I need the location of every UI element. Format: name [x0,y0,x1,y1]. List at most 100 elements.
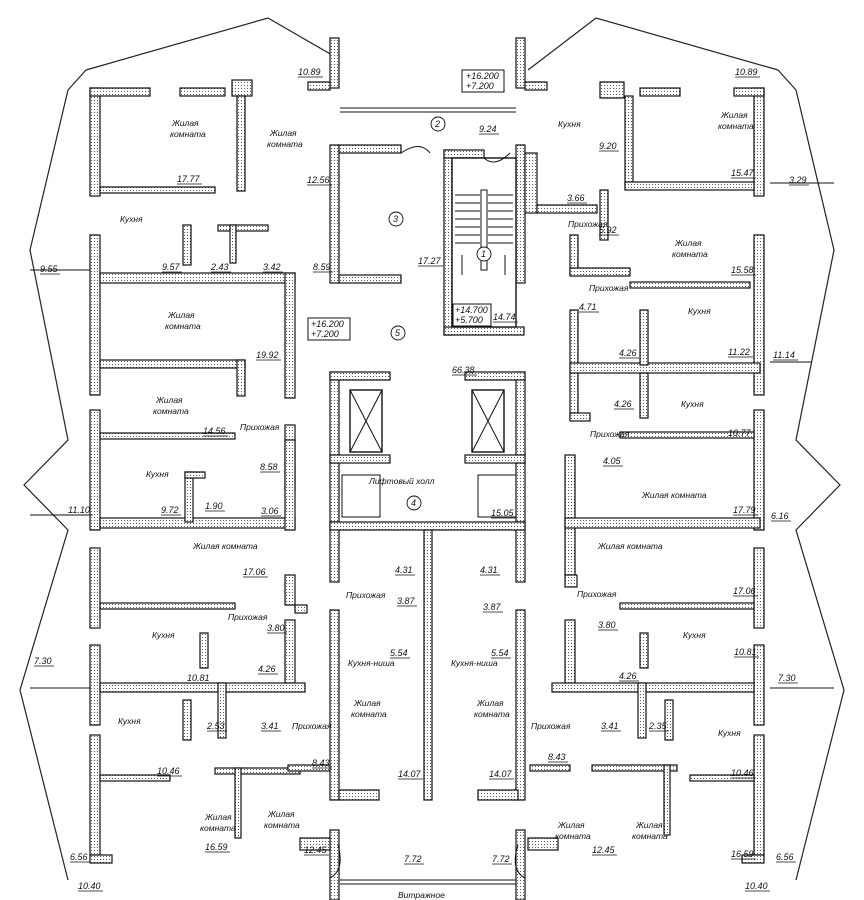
area-value: 14.74 [493,312,516,322]
room-label: Кухня [118,716,141,726]
area-value: 10.89 [735,67,758,77]
area-value: 3.66 [567,193,585,203]
room-label: комната [474,709,510,719]
level-mark-3: +14.700 +5.700 [452,303,492,327]
area-value: 11.22 [728,347,750,357]
room-label: комната [267,139,303,149]
area-value: 4.31 [395,565,413,575]
area-value: 9.55 [40,264,59,274]
svg-text:3: 3 [393,214,398,224]
room-label: Жилая комната [597,541,663,551]
area-value: 16.59 [731,849,754,859]
area-value: 12.45 [592,845,616,855]
room-label: комната [170,129,206,139]
room-label: Жилая [167,310,195,320]
area-value: 15.47 [731,168,755,178]
area-value: 8.59 [313,262,331,272]
room-label: комната [200,823,236,833]
svg-text:4: 4 [411,498,416,508]
level-mark-bottom: +7.200 [311,329,339,339]
area-value: 3.87 [483,602,502,612]
room-label: Прихожая [568,219,608,229]
area-value: 17.27 [418,256,442,266]
room-label: Прихожая [240,422,280,432]
room-label: Жилая [353,698,381,708]
area-value: 10.40 [78,881,101,891]
building-outline [19,17,845,881]
area-value: 4.26 [619,348,637,358]
area-value: 8.58 [260,462,278,472]
area-value: 12.45 [304,845,328,855]
area-value: 19.92 [256,350,279,360]
area-value: 2.35 [648,721,668,731]
room-label: Кухня-ниша [348,658,395,668]
area-value: 17.77 [177,174,201,184]
room-labels: Жилая комната Жилая комната Кухня Жилая … [118,110,754,900]
room-label: Жилая комната [192,541,258,551]
room-label: Прихожая [228,612,268,622]
room-label: Кухня [683,630,706,640]
area-value: 12.56 [307,175,330,185]
area-value: 3.41 [601,721,619,731]
area-value: 16.59 [205,842,228,852]
area-value: 4.31 [480,565,498,575]
staircase [455,189,513,275]
area-value: 4.26 [258,664,276,674]
area-value: 10.81 [187,673,210,683]
room-number-2: 2 [430,116,446,132]
area-value: 3.42 [263,262,281,272]
area-value: 9.24 [479,124,497,134]
area-value: 7.72 [492,854,510,864]
room-label: комната [555,831,591,841]
area-value: 9.20 [599,141,617,151]
room-number-5: 5 [390,325,406,341]
room-label: комната [153,406,189,416]
room-label: Витражное [398,890,445,900]
area-value: 9.57 [162,262,181,272]
level-mark-1: +16.200 +7.200 [461,69,505,93]
room-label: Кухня-ниша [451,658,498,668]
room-label: Жилая [674,238,702,248]
area-value: 9.72 [161,505,179,515]
area-value: 3.29 [789,175,807,185]
area-value: 10.77 [728,428,752,438]
area-value: 11.14 [773,350,795,360]
area-value: 7.30 [34,656,52,666]
room-label: Жилая [171,118,199,128]
area-value: 14.07 [489,769,513,779]
room-label: Жилая комната [641,490,707,500]
area-value: 15.05 [491,508,515,518]
area-value: 10.46 [157,766,180,776]
level-mark-top: +16.200 [311,319,344,329]
room-label: Жилая [269,128,297,138]
room-label: Прихожая [577,589,617,599]
room-label: Кухня [688,306,711,316]
area-value: 8.43 [312,758,330,768]
area-value: 4.26 [614,399,632,409]
area-value: 11.10 [68,505,90,515]
level-mark-top: +14.700 [455,305,488,315]
room-label: Жилая [635,820,663,830]
area-value: 10.81 [734,647,757,657]
area-value: 2.43 [210,262,229,272]
area-value: 4.05 [603,456,622,466]
level-mark-top: +16.200 [466,71,499,81]
area-values: 10.89 10.89 9.24 9.20 12.56 17.77 15.47 3.29 3.6… [34,67,809,892]
area-value: 3.80 [598,620,616,630]
area-value: 14.07 [398,769,422,779]
level-mark-2: +16.200 +7.200 [307,317,351,341]
room-label: Кухня [146,469,169,479]
room-label: Прихожая [292,721,332,731]
room-number-3: 3 [388,211,404,227]
room-label: комната [264,820,300,830]
svg-text:2: 2 [434,119,440,129]
room-label: Жилая [267,809,295,819]
area-value: 3.87 [397,596,416,606]
area-value: 10.89 [298,67,321,77]
room-label: Прихожая [531,721,571,731]
room-label: Жилая [155,395,183,405]
room-label: Кухня [120,214,143,224]
room-label: Жилая [557,820,585,830]
room-label: Жилая [476,698,504,708]
room-label: комната [672,249,708,259]
